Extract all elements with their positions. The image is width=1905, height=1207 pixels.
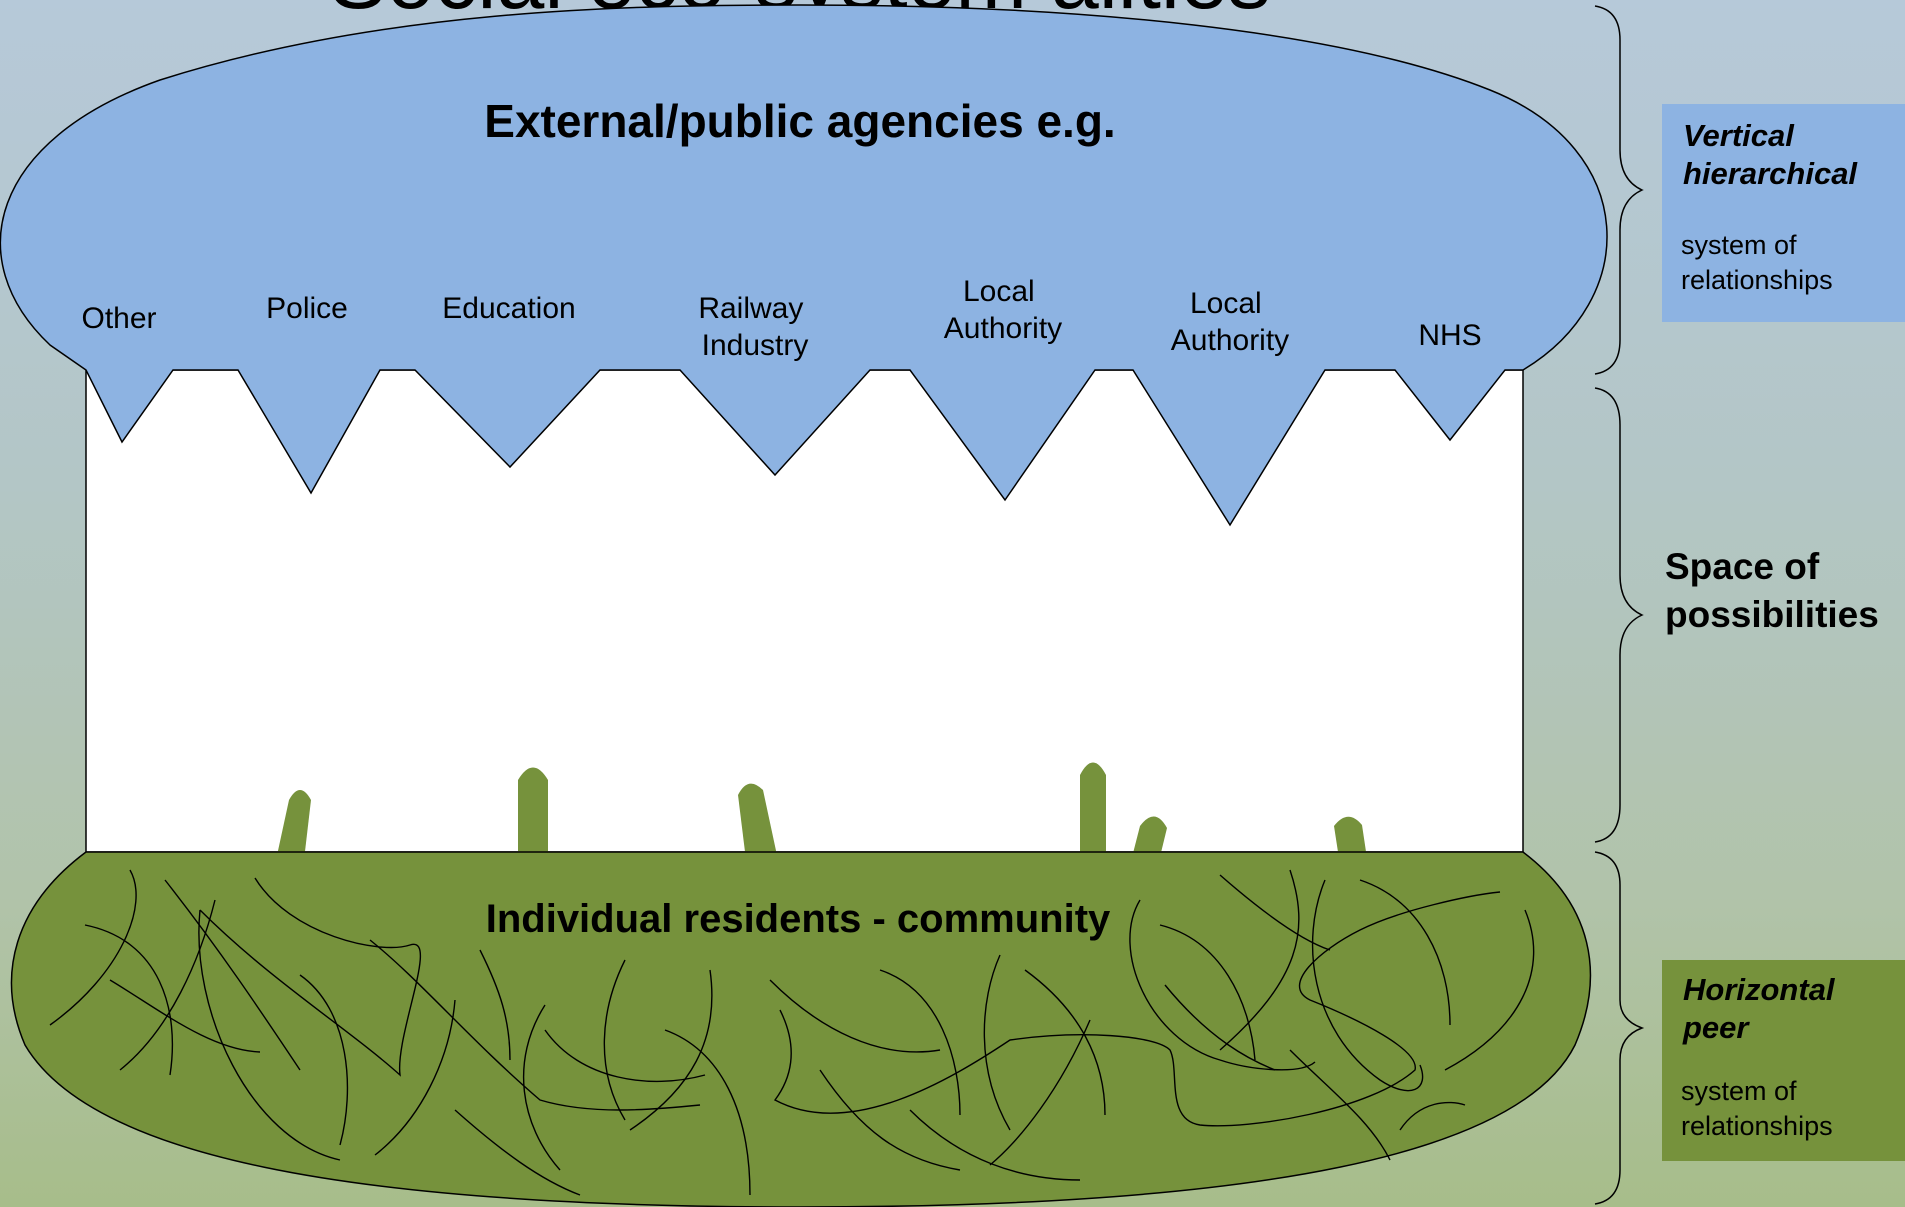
horizontal-title: Horizontal peer [1682, 972, 1843, 1045]
agencies-ellipse [0, 4, 1608, 527]
horizontal-system-box [1662, 960, 1905, 1161]
agency-label-other: Other [81, 302, 156, 335]
brace-vertical [1594, 5, 1644, 375]
possibilities-label: Space of possibilities [1665, 546, 1879, 635]
community-sprouts [276, 762, 1368, 865]
agency-labels: Other Police Education Railway Industry … [81, 275, 1481, 362]
vertical-system-box [1662, 104, 1905, 322]
community-heading: Individual residents - community [486, 897, 1111, 941]
agency-label-police: Police [266, 292, 348, 325]
agencies-heading: External/public agencies e.g. [484, 95, 1115, 147]
vertical-subtitle: system of relationships [1681, 230, 1833, 295]
agency-label-railway-industry: Railway Industry [698, 292, 811, 362]
brace-horizontal [1594, 851, 1645, 1205]
peer-relationship-lines [49, 869, 1535, 1196]
horizontal-subtitle: system of relationships [1681, 1076, 1833, 1141]
agency-label-education: Education [442, 292, 575, 325]
agency-label-local-authority-1: Local Authority [944, 275, 1062, 345]
right-braces [1594, 5, 1645, 1205]
vertical-title: Vertical hierarchical [1683, 118, 1858, 191]
agency-label-local-authority-2: Local Authority [1171, 287, 1289, 357]
agency-label-nhs: NHS [1418, 319, 1481, 352]
brace-possibilities [1594, 387, 1644, 843]
